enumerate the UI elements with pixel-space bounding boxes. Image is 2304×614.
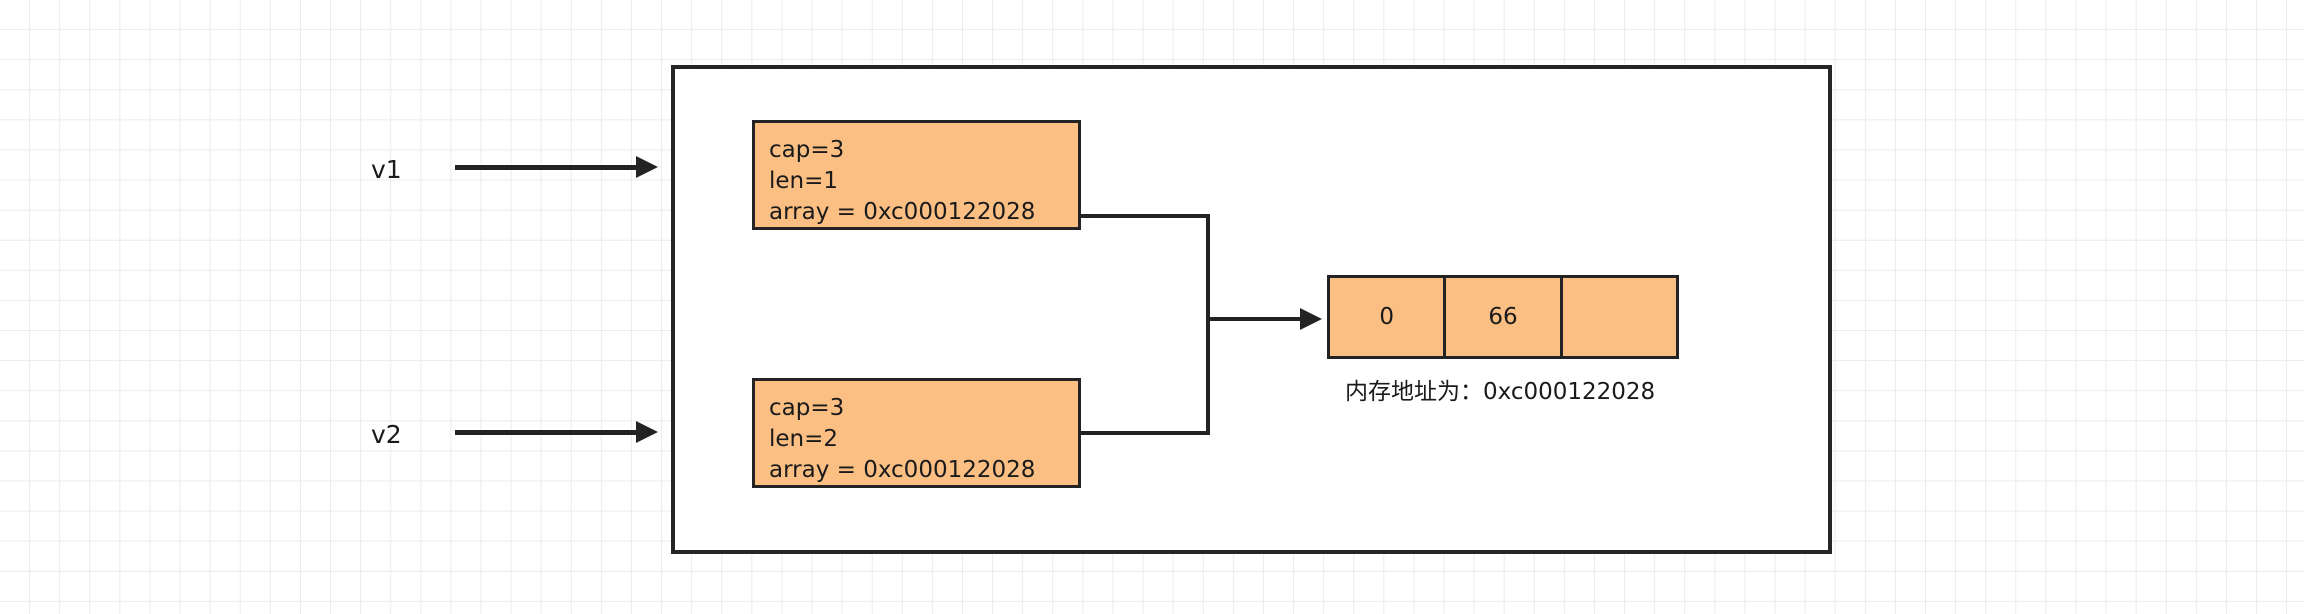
- connector-to-array-arrowhead: [1300, 308, 1322, 330]
- pointer-arrow-v1-line: [455, 165, 638, 170]
- pointer-arrow-v2-line: [455, 430, 638, 435]
- slice-cap-field-v1: cap=3: [769, 137, 845, 163]
- pointer-arrow-v2-head: [636, 421, 658, 443]
- connector-v2-horizontal: [1078, 431, 1210, 435]
- slice-len-field-v1: len=1: [769, 168, 839, 194]
- variable-label-v2: v2: [371, 420, 402, 449]
- variable-label-v1: v1: [371, 155, 402, 184]
- connector-to-array-line: [1206, 317, 1304, 321]
- slice-header-box-v1: cap=3 len=1 array = 0xc000122028: [752, 120, 1081, 230]
- slice-len-field-v2: len=2: [769, 426, 839, 452]
- slice-array-field-v2: array = 0xc000122028: [769, 457, 1036, 483]
- connector-vertical-join: [1206, 214, 1210, 435]
- slice-header-box-v2: cap=3 len=2 array = 0xc000122028: [752, 378, 1081, 488]
- connector-v1-horizontal: [1078, 214, 1210, 218]
- array-cell-1: 66: [1446, 278, 1563, 356]
- slice-array-field-v1: array = 0xc000122028: [769, 199, 1036, 225]
- pointer-arrow-v1-head: [636, 156, 658, 178]
- slice-cap-field-v2: cap=3: [769, 395, 845, 421]
- array-cell-2: [1563, 278, 1676, 356]
- array-address-caption: 内存地址为：0xc000122028: [1345, 379, 1656, 405]
- array-cell-0: 0: [1330, 278, 1447, 356]
- backing-array: 0 66: [1327, 275, 1679, 359]
